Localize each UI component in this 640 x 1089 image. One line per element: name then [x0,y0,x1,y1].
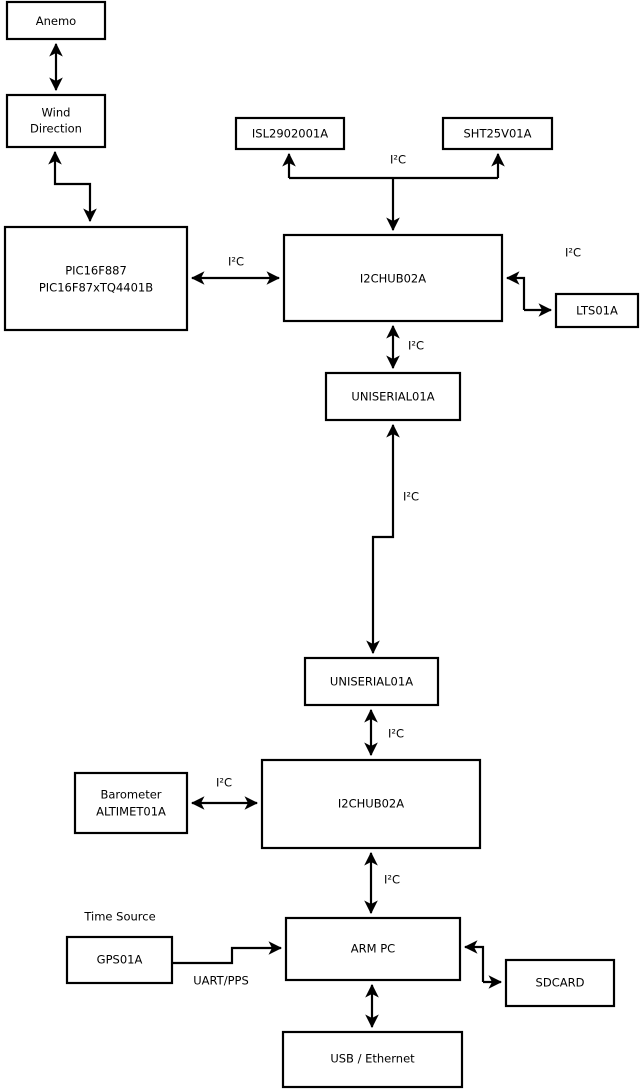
label-time-source: Time Source [83,910,155,924]
edge-label-uniserial-uniserial: I²C [403,490,419,504]
node-uniserial01a-bottom-label: UNISERIAL01A [330,675,413,689]
edge-label-pic-hub: I²C [228,255,244,269]
node-isl2902001a[interactable]: ISL2902001A [234,116,346,151]
node-pic16f887-label-line1: PIC16F887 [65,264,127,278]
node-pic16f887-label-line2: PIC16F87xTQ4401B [39,281,153,295]
node-sdcard[interactable]: SDCARD [504,958,616,1008]
node-gps01a[interactable]: GPS01A [65,935,174,985]
node-wind-direction-label-line2: Direction [30,122,82,136]
connector-i2chub-top-lts01a: I²C [505,246,581,317]
node-gps01a-label: GPS01A [97,953,143,967]
connector-i2chub-bottom-armpc: I²C [364,851,400,915]
edge-label-barometer-hubbot: I²C [216,776,232,790]
node-usb-ethernet-label: USB / Ethernet [330,1052,415,1066]
connector-i2chub-top-uniserial-top: I²C [386,324,424,370]
node-sht25v01a[interactable]: SHT25V01A [441,116,554,151]
connector-gps01a-armpc: UART/PPS [172,941,283,988]
node-sht25v01a-label: SHT25V01A [464,127,532,141]
edge-label-hub-sensors: I²C [390,153,406,167]
node-uniserial01a-bottom[interactable]: UNISERIAL01A [303,656,440,707]
node-i2chub02a-bottom[interactable]: I2CHUB02A [260,758,482,850]
edge-label-uniserial-hubbot: I²C [388,727,404,741]
edge-label-hub-lts: I²C [565,246,581,260]
node-barometer-label-line2: ALTIMET01A [96,805,166,819]
node-i2chub02a-top[interactable]: I2CHUB02A [282,233,504,323]
node-i2chub02a-bottom-label: I2CHUB02A [338,797,404,811]
connector-uniserial-top-uniserial-bottom: I²C [366,423,419,655]
node-barometer-label-line1: Barometer [100,788,161,802]
connector-pic-i2chub-top: I²C [190,255,281,285]
node-uniserial01a-top[interactable]: UNISERIAL01A [324,371,462,422]
node-anemo[interactable]: Anemo [5,0,107,41]
node-arm-pc-label: ARM PC [351,942,395,956]
edge-label-hubbot-armpc: I²C [384,873,400,887]
node-usb-ethernet[interactable]: USB / Ethernet [281,1030,464,1089]
connector-barometer-i2chub-bottom: I²C [190,776,259,810]
node-wind-direction-label-line1: Wind [42,106,71,120]
node-arm-pc[interactable]: ARM PC [284,916,462,982]
node-sdcard-label: SDCARD [536,976,585,990]
node-i2chub02a-top-label: I2CHUB02A [360,272,426,286]
node-isl2902001a-label: ISL2902001A [252,127,328,141]
node-lts01a-label: LTS01A [576,304,618,318]
edge-label-gps-armpc: UART/PPS [193,974,249,988]
node-pic16f887[interactable]: PIC16F887 PIC16F87xTQ4401B [3,225,189,332]
node-wind-direction[interactable]: Wind Direction [5,93,107,149]
connector-armpc-sdcard [463,940,503,989]
connector-uniserial-bottom-i2chub-bottom: I²C [364,708,404,757]
connector-i2chub-top-sensors: I²C [282,153,505,232]
node-anemo-label: Anemo [36,14,76,28]
node-uniserial01a-top-label: UNISERIAL01A [351,390,434,404]
node-lts01a[interactable]: LTS01A [554,292,640,329]
node-barometer-altimet01a[interactable]: Barometer ALTIMET01A [73,771,189,835]
edge-label-hub-uniserial: I²C [408,339,424,353]
connector-wind-direction-pic [48,150,97,223]
